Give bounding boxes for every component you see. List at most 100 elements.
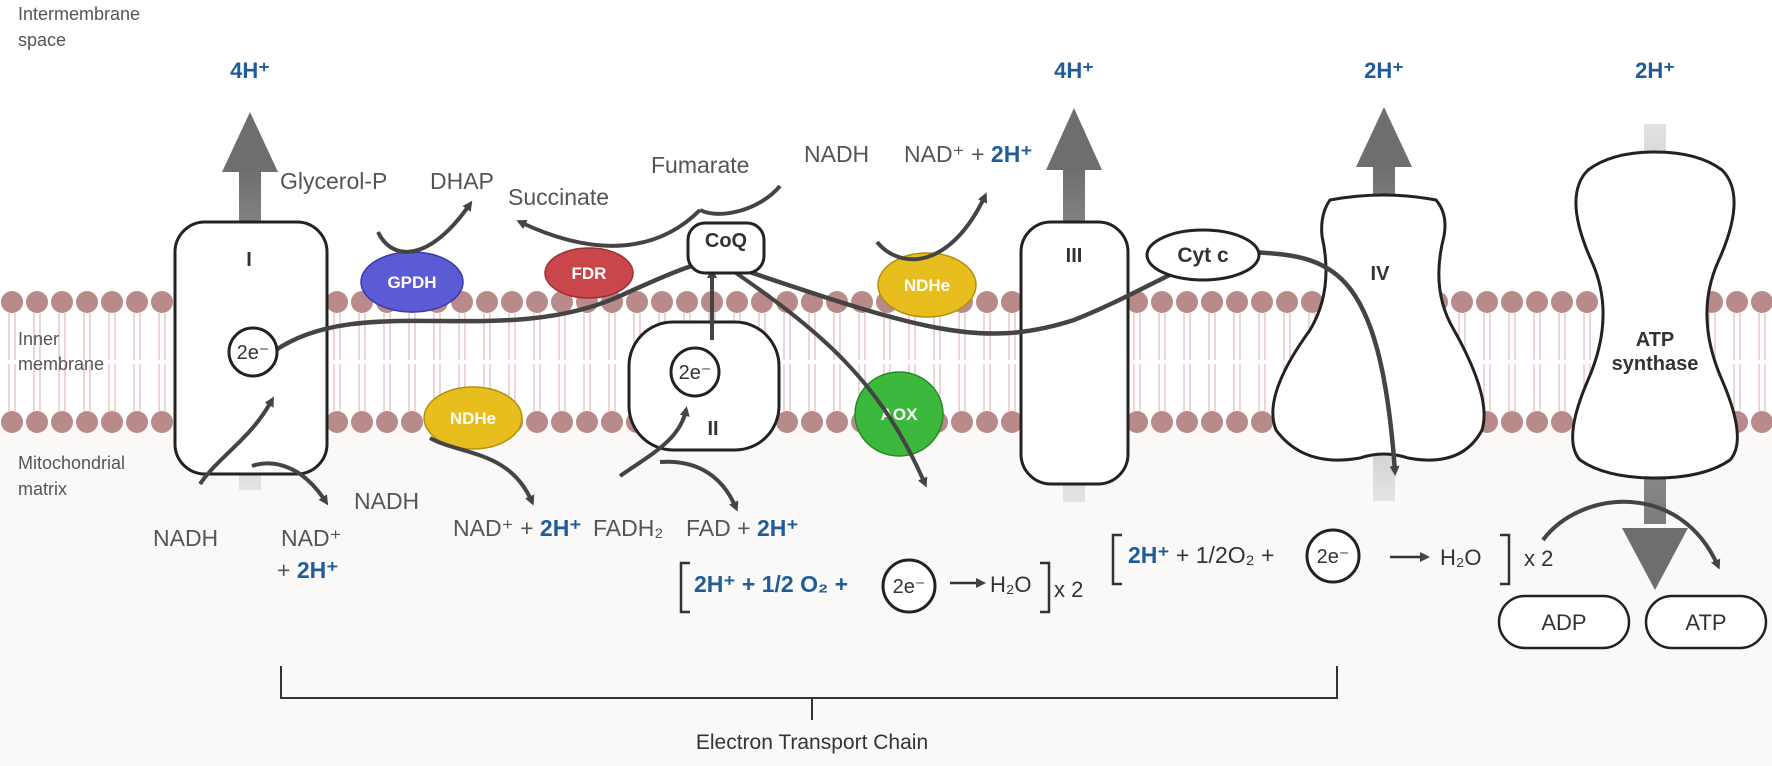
- lipid-head: [1251, 411, 1273, 433]
- c4-equation-electron-circle: [1305, 528, 1361, 584]
- fdr-reaction-arrow: [516, 208, 702, 248]
- fumarate-label: Fumarate: [651, 152, 749, 178]
- ndhe-top-enzyme: [877, 252, 977, 318]
- electron-label-c1: 2e⁻: [237, 342, 270, 364]
- lipid-head: [1551, 291, 1573, 313]
- lipid-head: [151, 411, 173, 433]
- fdr-fumarate-branch: [699, 184, 782, 216]
- adp-node: [1497, 594, 1631, 650]
- lipid-head: [676, 291, 698, 313]
- lipid-head: [101, 411, 123, 433]
- cytc-carrier: [1145, 228, 1261, 282]
- complex-ii-label: II: [707, 418, 718, 440]
- c4-equation-reaction: 2H⁺ + 1/2O₂ +: [1128, 542, 1274, 568]
- lipid-head: [976, 411, 998, 433]
- electron-circle-c1: [227, 326, 279, 378]
- atp-synthase: [1571, 150, 1739, 480]
- atp-label: ATP: [1685, 610, 1726, 635]
- lipid-head: [376, 411, 398, 433]
- dhap-label: DHAP: [430, 168, 494, 194]
- lipid-head: [501, 291, 523, 313]
- lipid-head: [1451, 291, 1473, 313]
- matrix-label-line2: matrix: [18, 479, 67, 499]
- lipid-head: [1526, 411, 1548, 433]
- ndhe-bottom-label: NDHe: [450, 409, 496, 428]
- fdr-label: FDR: [572, 264, 607, 283]
- etc-bracket: [280, 666, 1338, 699]
- lipid-head: [751, 291, 773, 313]
- lipid-head: [801, 411, 823, 433]
- ndhe-top-label: NDHe: [904, 276, 950, 295]
- lipid-head: [976, 291, 998, 313]
- fdr-enzyme: [544, 247, 634, 299]
- lipid-head: [726, 291, 748, 313]
- lipid-head: [26, 291, 48, 313]
- fad-label: FAD + 2H⁺: [686, 515, 799, 541]
- c4-equation-electron-label: 2e⁻: [1317, 546, 1350, 568]
- intermembrane-label-line2: space: [18, 30, 66, 50]
- lipid-head: [826, 411, 848, 433]
- lipid-head: [401, 411, 423, 433]
- lipid-head: [1126, 411, 1148, 433]
- lipid-head: [1151, 291, 1173, 313]
- lipid-head: [51, 291, 73, 313]
- lipid-head: [1501, 411, 1523, 433]
- c1-nad-arrow: [251, 461, 329, 506]
- proton-label-c3: 4H⁺: [1054, 58, 1094, 83]
- aox-equation-product: H₂O: [990, 572, 1032, 597]
- lipid-head: [626, 291, 648, 313]
- c4-equation-multiplier: x 2: [1524, 546, 1553, 571]
- lipid-head: [526, 411, 548, 433]
- atp-synthase-label-line2: synthase: [1612, 353, 1699, 375]
- lipid-head: [151, 291, 173, 313]
- lipid-head: [1126, 291, 1148, 313]
- inner-membrane-label-line1: Inner: [18, 329, 59, 349]
- aox-equation-reaction: 2H⁺ + 1/2 O₂ +: [694, 571, 848, 597]
- lipid-head: [1, 291, 23, 313]
- ndhe-bottom-reaction-arrow: [429, 436, 535, 506]
- lipid-head: [1751, 411, 1772, 433]
- complex-iv-label: IV: [1371, 263, 1391, 285]
- lipid-head: [76, 291, 98, 313]
- lipid-head: [1201, 411, 1223, 433]
- fadh2-label: FADH₂: [593, 515, 663, 541]
- lipid-head: [1476, 291, 1498, 313]
- lipid-head: [1001, 291, 1023, 313]
- lipid-head: [1551, 411, 1573, 433]
- nadh-c1-label: NADH: [153, 525, 218, 551]
- lipid-head: [476, 291, 498, 313]
- electron-flow-to-aox: [718, 260, 928, 488]
- lipid-head: [326, 411, 348, 433]
- lipid-head: [1501, 291, 1523, 313]
- atp-synthase-label-line1: ATP: [1636, 329, 1675, 351]
- lipid-head: [1251, 291, 1273, 313]
- etc-label: Electron Transport Chain: [696, 731, 928, 754]
- nad-top-label: NAD⁺ + 2H⁺: [904, 141, 1032, 167]
- cytc-label: Cyt c: [1177, 244, 1229, 267]
- lipid-head: [601, 411, 623, 433]
- c4-equation-product: H₂O: [1440, 545, 1482, 570]
- lipid-head: [1301, 291, 1323, 313]
- lipid-head: [1151, 411, 1173, 433]
- nadh-mid-label: NADH: [354, 488, 419, 514]
- proton-label-c4: 2H⁺: [1364, 58, 1404, 83]
- aox-enzyme: [854, 371, 944, 457]
- lipid-head: [551, 291, 573, 313]
- lipid-head: [101, 291, 123, 313]
- ndhe-bottom-enzyme: [423, 386, 523, 450]
- proton-label-atp: 2H⁺: [1635, 58, 1675, 83]
- lipid-head: [1176, 411, 1198, 433]
- lipid-head: [1176, 291, 1198, 313]
- electron-circle-c2: [669, 346, 721, 398]
- complex-iv: [1271, 193, 1486, 462]
- lipid-head: [651, 291, 673, 313]
- lipid-head: [576, 411, 598, 433]
- lipid-head: [326, 291, 348, 313]
- coq-label: CoQ: [705, 230, 747, 252]
- intermembrane-label-line1: Intermembrane: [18, 4, 140, 24]
- c2-fad-arrow: [659, 459, 739, 512]
- lipid-head: [1226, 411, 1248, 433]
- nad-c1-label-line2: + 2H⁺: [277, 557, 338, 583]
- complex-iii-label: III: [1066, 245, 1083, 267]
